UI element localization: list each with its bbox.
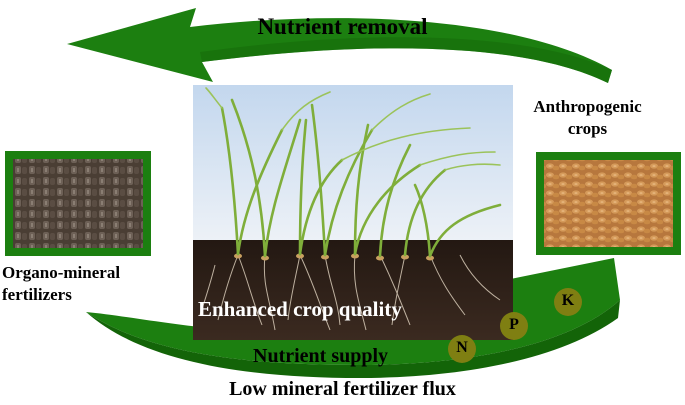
enhanced-crop-quality-label: Enhanced crop quality [198,297,402,321]
nutrient-n-label: N [456,339,468,356]
grain-photo [536,152,681,255]
crop-photo [193,85,513,340]
nutrient-circle-k [554,288,582,316]
nutrient-supply-label: Nutrient supply [253,345,389,367]
nutrient-removal-label: Nutrient removal [257,14,428,39]
nutrient-removal-arrow-shade [200,37,612,83]
nutrient-p-label: P [509,316,519,333]
nutrient-circle-n [448,335,476,363]
nutrient-circle-p [500,312,528,340]
organo-mineral-fertilizers-label: Organo-mineral fertilizers [2,263,121,304]
mineral-fertilizer-flux-label: Low mineral fertilizer flux [229,378,456,400]
fertilizer-photo [5,151,151,256]
nutrient-supply-arrow-shade [86,300,620,378]
anthropogenic-crops-label: Anthropogenic crops [533,97,642,138]
nutrient-k-label: K [561,292,575,309]
